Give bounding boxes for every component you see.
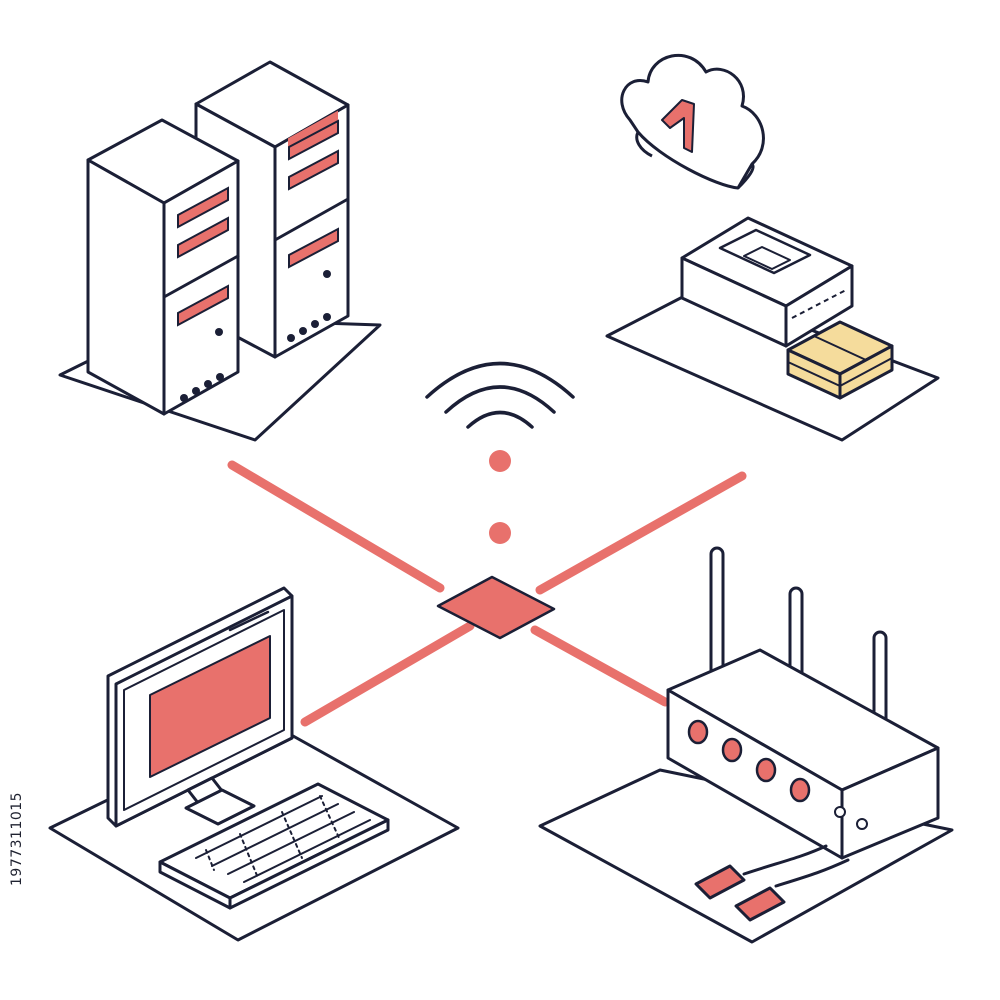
wifi-dot [489, 450, 511, 472]
drive-bay-panel [177, 216, 229, 259]
package-box-icon [786, 320, 894, 400]
router-led [834, 806, 846, 818]
router-ports [687, 719, 811, 803]
server-buttons [180, 270, 331, 402]
servers-group [58, 60, 382, 442]
link-line-router [530, 625, 670, 707]
drive-bay-panel [177, 284, 229, 327]
link-line-storage [535, 471, 747, 595]
drive-bay-panel [177, 186, 229, 229]
drive-bay-panel [288, 149, 339, 191]
network-connection-lines [227, 460, 747, 727]
storage-device-icon [680, 216, 854, 348]
cloud-upload-icon [620, 53, 765, 190]
drive-bay-panel [288, 227, 339, 269]
link-line-computer [300, 621, 475, 727]
wifi-arc-outer [425, 361, 575, 399]
network-hub-icon [436, 575, 556, 640]
link-line-servers [227, 460, 445, 593]
wifi-arc-inner [466, 410, 534, 429]
storage-platform [605, 286, 940, 442]
computer-group [48, 586, 460, 942]
stock-image-id: 1977311015 [9, 791, 25, 886]
server-rack-icon [86, 118, 240, 416]
keyboard-icon [158, 782, 390, 910]
wifi-arc-middle [444, 385, 556, 414]
desktop-monitor-icon [106, 586, 294, 828]
drive-bay-panel [288, 119, 339, 161]
router-led [856, 818, 868, 830]
router-group [538, 546, 954, 944]
ethernet-cable-icon [694, 844, 850, 922]
signal-dot [489, 522, 511, 544]
storage-group [605, 216, 940, 442]
wireless-router-icon [666, 546, 940, 860]
wifi-signal-icon [425, 361, 575, 429]
server-indicator-panels [177, 119, 339, 327]
